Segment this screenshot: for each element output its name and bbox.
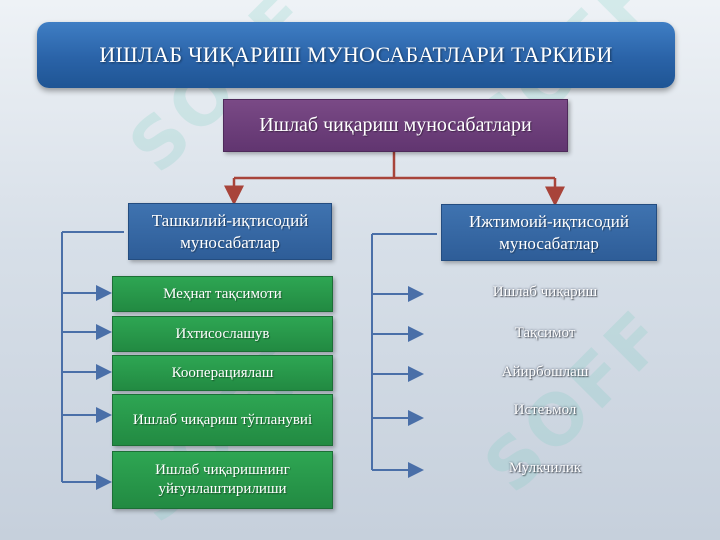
category-organizational-economic: Ташкилий-иқтисодий муносабатлар xyxy=(128,203,332,260)
right-item: Мулкчилик xyxy=(508,460,582,476)
category-socio-economic: Ижтимоий-иқтисодий муносабатлар xyxy=(441,204,657,261)
right-item: Истеъмол xyxy=(513,402,577,418)
right-item: Айирбошлаш xyxy=(501,364,589,380)
left-bracket-connector xyxy=(61,231,124,490)
left-item: Ихтисослашув xyxy=(112,316,333,352)
left-item: Ишлаб чиқариш тўпланувиi xyxy=(112,394,333,446)
right-bracket-connector xyxy=(371,233,437,478)
page-title: ИШЛАБ ЧИҚАРИШ МУНОСАБАТЛАРИ ТАРКИБИ xyxy=(37,22,675,88)
left-item: Ишлаб чиқаришнинг уйғунлаштирилиши xyxy=(112,451,333,509)
left-item: Меҳнат тақсимоти xyxy=(112,276,333,312)
root-node: Ишлаб чиқариш муносабатлари xyxy=(223,99,568,152)
right-item: Ишлаб чиқариш xyxy=(492,284,598,300)
left-item: Кооперациялаш xyxy=(112,355,333,391)
right-item: Тақсимот xyxy=(514,325,576,341)
root-connector xyxy=(224,150,565,207)
